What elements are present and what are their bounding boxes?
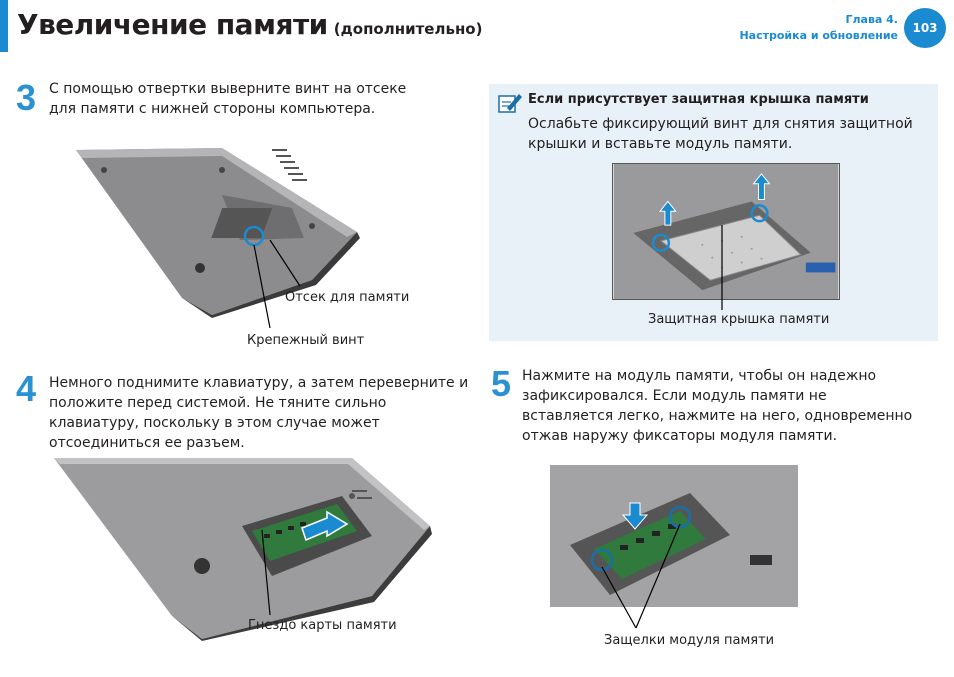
chapter-title: Настройка и обновление	[739, 29, 898, 42]
caption-protective-cover: Защитная крышка памяти	[648, 312, 830, 327]
caption-memory-slot: Гнездо карты памяти	[248, 618, 397, 633]
note-title: Если присутствует защитная крышка памяти	[528, 92, 869, 107]
step-4-text: Немного поднимите клавиатуру, а затем пе…	[49, 375, 469, 451]
step-4-number: 4	[16, 368, 37, 409]
chapter-number: Глава 4.	[845, 13, 898, 26]
step-3-number: 3	[16, 77, 37, 118]
memory-module-photo	[550, 465, 798, 607]
step-5-number: 5	[491, 363, 512, 404]
note-text: Ослабьте фиксирующий винт для снятия защ…	[528, 116, 913, 152]
caption-module-latches: Защелки модуля памяти	[604, 633, 775, 648]
memory-module-illustration	[550, 465, 798, 607]
caption-memory-bay: Отсек для памяти	[285, 290, 410, 305]
page-title: Увеличение памяти (дополнительно)	[17, 8, 482, 41]
caption-fixing-screw: Крепежный винт	[247, 333, 365, 348]
step-5-text: Нажмите на модуль памяти, чтобы он надеж…	[522, 368, 913, 444]
step-3-text: С помощью отвертки выверните винт на отс…	[49, 81, 407, 117]
protective-cover-illustration	[613, 164, 839, 299]
keyboard-flipped-photo	[52, 456, 432, 641]
page-title-subtitle: (дополнительно)	[333, 20, 483, 38]
title-accent-bar	[0, 0, 8, 52]
memory-slot-illustration	[54, 458, 432, 641]
pencil-note-icon	[498, 94, 522, 113]
chapter-label: Глава 4. Настройка и обновление	[739, 12, 898, 44]
page-number-badge: 103	[904, 8, 946, 48]
page-title-main: Увеличение памяти	[17, 8, 328, 41]
protective-cover-photo	[612, 163, 840, 300]
